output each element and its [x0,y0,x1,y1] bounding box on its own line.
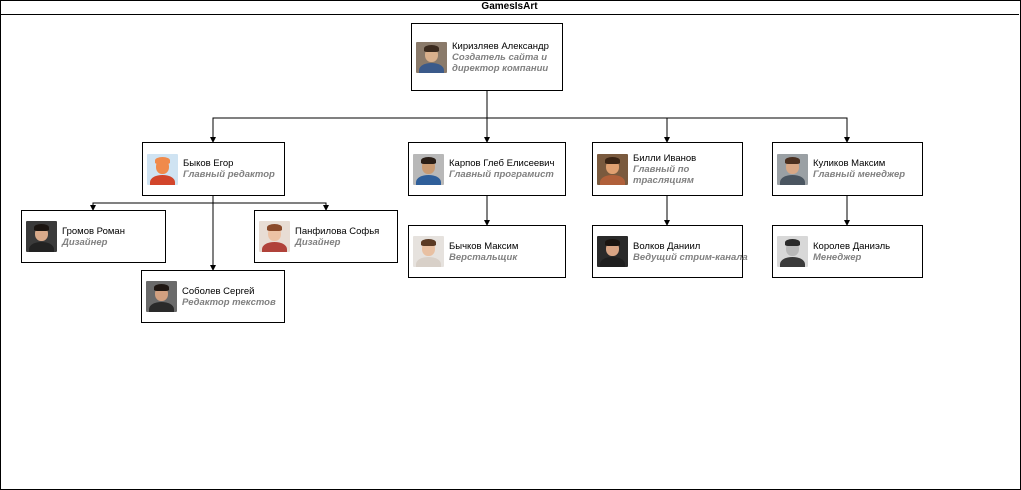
node-role: Ведущий стрим-канала [633,251,748,263]
node-name: Куликов Максим [813,158,886,169]
node-name: Билли Иванов [633,152,697,164]
node-role: Верстальщик [449,251,518,263]
node-name: Королев Даниэль [813,240,891,252]
person-avatar [597,236,628,267]
node-name: Волков Даниил [633,240,701,252]
person-avatar [259,221,290,252]
person-avatar [26,221,57,252]
connector-root-billi [487,117,670,143]
node-name: Громов Роман [62,225,125,237]
node-role: Создатель сайта и директор компании [452,51,549,74]
node-role: Главный менеджер [813,169,906,180]
person-avatar [777,236,808,267]
node-role: Дизайнер [62,236,108,248]
node-name: Соболев Сергей [182,285,255,297]
person-avatar [413,236,444,267]
cartoon-avatar [147,153,178,185]
person-avatar [146,281,177,312]
node-name: Карпов Глеб Елисеевич [449,158,555,169]
person-avatar [416,41,447,73]
node-role: Менеджер [813,251,862,263]
node-role: Главный програмист [449,169,554,180]
node-role: Главный редактор [183,169,275,180]
node-name: Бычков Максим [449,240,519,252]
person-avatar [413,153,444,185]
node-name: Киризляев Александр [452,40,549,52]
node-name: Быков Егор [183,158,234,169]
node-name: Панфилова Софья [295,225,380,237]
node-role: Главный по трасляциям [633,163,694,186]
connector-bykov-panfil [213,202,329,211]
connector-root-bykov [210,90,488,143]
window-title: GamesIsArt [0,0,1019,15]
node-role: Редактор текстов [182,296,276,308]
connector-bykov-gromov [90,195,214,211]
person-avatar [597,153,628,185]
connector-root-kulikov [667,117,850,143]
node-role: Дизайнер [295,236,341,248]
person-avatar [777,153,808,185]
